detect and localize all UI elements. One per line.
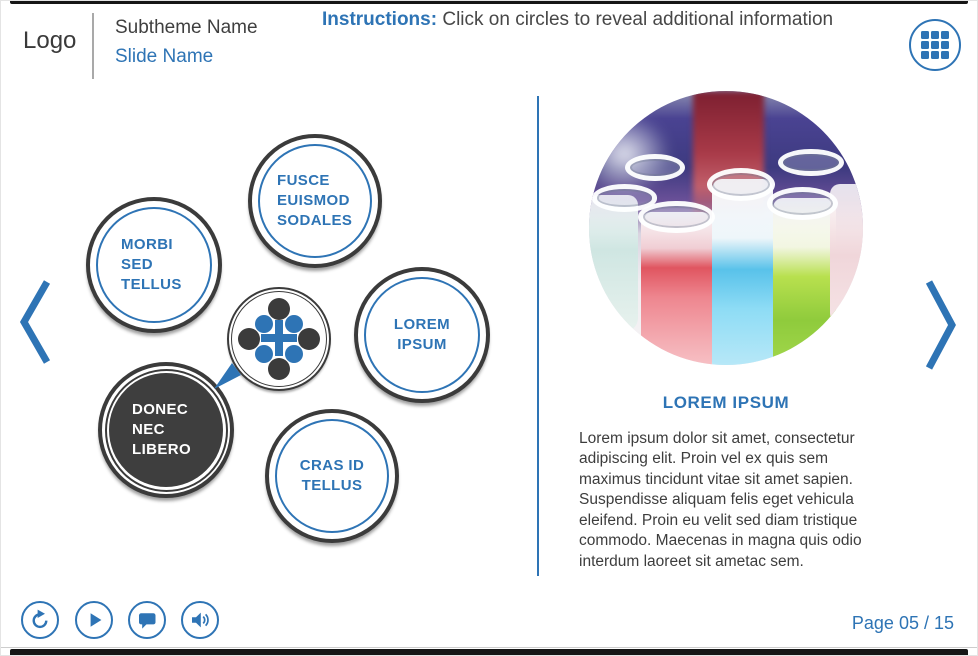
- test-tubes-photo: [589, 91, 863, 365]
- topic-label: FUSCE EUISMOD SODALES: [277, 171, 353, 230]
- header-divider: [92, 13, 94, 79]
- chevron-left-icon: [19, 280, 51, 364]
- photo-tube: [589, 195, 639, 333]
- slide-name: Slide Name: [115, 46, 214, 67]
- topic-circle-cras-inner: CRAS ID TELLUS: [275, 419, 389, 533]
- photo-tube: [772, 197, 836, 365]
- hub-dot-left: [238, 328, 260, 350]
- photo-tube: [712, 178, 773, 365]
- hub-dot-upright: [285, 315, 303, 333]
- page-indicator: Page 05 / 15: [851, 613, 954, 633]
- topic-circle-lorem-inner: LOREM IPSUM: [364, 277, 480, 393]
- topic-label: MORBI SED TELLUS: [121, 235, 182, 294]
- detail-title: LOREM IPSUM: [662, 393, 790, 412]
- top-frame-bar: [10, 1, 968, 4]
- prev-button[interactable]: [18, 278, 52, 366]
- bottom-divider: [1, 647, 977, 648]
- instructions-label: Instructions:: [322, 9, 438, 30]
- topic-circle-morbi-inner: MORBI SED TELLUS: [96, 207, 212, 323]
- topic-label: CRAS ID TELLUS: [299, 456, 365, 494]
- hub-dot-top: [268, 298, 290, 320]
- topic-circle-lorem[interactable]: LOREM IPSUM: [354, 267, 490, 403]
- volume-icon: [192, 612, 209, 628]
- hub-circle: [227, 287, 331, 391]
- topic-label: LOREM IPSUM: [393, 315, 451, 353]
- logo: Logo: [23, 27, 77, 54]
- grid-menu-icon: [921, 31, 949, 59]
- photo-tube-rim: [767, 186, 839, 220]
- topic-circle-cras[interactable]: CRAS ID TELLUS: [265, 409, 399, 543]
- detail-body: Lorem ipsum dolor sit amet, consectetur …: [579, 430, 862, 570]
- photo-tube-rim: [624, 154, 685, 182]
- topic-circle-morbi[interactable]: MORBI SED TELLUS: [86, 197, 222, 333]
- hub-dot-bottom: [268, 358, 290, 380]
- instructions: Instructions: Click on circles to reveal…: [322, 9, 833, 31]
- topic-label: DONEC NEC LIBERO: [132, 400, 192, 459]
- topic-circle-donec-selected[interactable]: DONEC NEC LIBERO: [98, 362, 234, 498]
- photo-tube-rim: [706, 167, 776, 201]
- subtheme-name: Subtheme Name: [115, 17, 258, 38]
- hub-dot-right: [298, 328, 320, 350]
- topic-circle-donec-fill: DONEC NEC LIBERO: [109, 373, 223, 487]
- bottom-frame-bar: [10, 649, 968, 655]
- photo-tube-rim: [778, 148, 844, 176]
- transcript-button[interactable]: [128, 601, 166, 639]
- replay-button[interactable]: [21, 601, 59, 639]
- audio-button[interactable]: [181, 601, 219, 639]
- play-icon: [90, 613, 102, 627]
- hub-dot-upleft: [255, 315, 273, 333]
- chevron-right-icon: [925, 280, 956, 370]
- panel-divider: [537, 96, 539, 576]
- topic-circle-fusce[interactable]: FUSCE EUISMOD SODALES: [248, 134, 382, 268]
- topic-circle-donec-ring: DONEC NEC LIBERO: [104, 368, 228, 492]
- photo-tube: [641, 211, 713, 365]
- play-button[interactable]: [75, 601, 113, 639]
- instructions-text: Click on circles to reveal additional in…: [442, 9, 834, 30]
- topic-circle-fusce-inner: FUSCE EUISMOD SODALES: [258, 144, 372, 258]
- speech-bubble-icon: [139, 613, 156, 629]
- hub-dot-downleft: [255, 345, 273, 363]
- hub-pointer-tail: [214, 363, 241, 389]
- menu-button[interactable]: [909, 19, 961, 71]
- next-button[interactable]: [924, 278, 958, 372]
- plus-icon: [275, 320, 283, 356]
- hub-inner-ring: [231, 291, 327, 387]
- photo-tube-rim: [638, 200, 716, 234]
- replay-icon: [32, 609, 48, 629]
- hub-dot-downright: [285, 345, 303, 363]
